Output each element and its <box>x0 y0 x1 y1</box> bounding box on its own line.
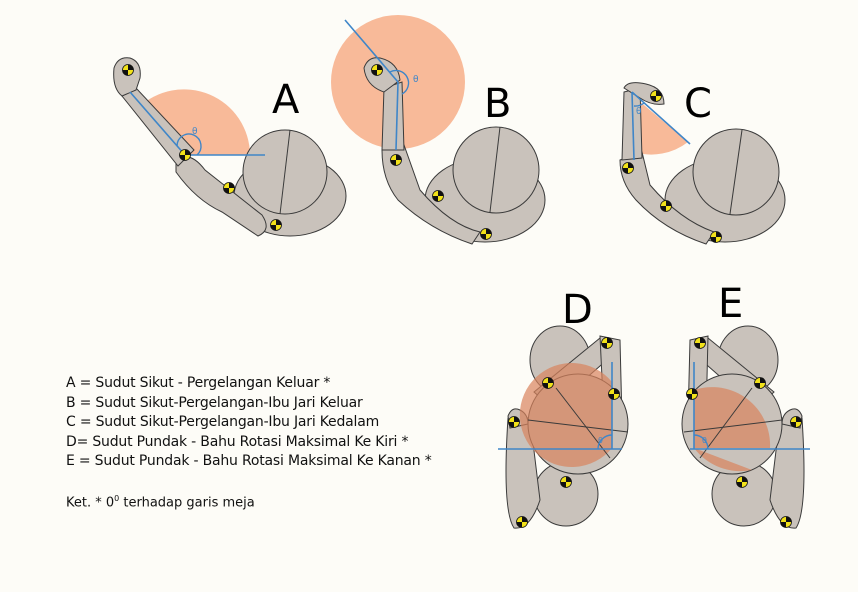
angle-line-c-diagonal <box>631 91 691 145</box>
marker-arm-b <box>432 190 444 202</box>
legend-item-b: B = Sudut Sikut-Pergelangan-Ibu Jari Kel… <box>66 394 363 411</box>
angle-symbol-b: θ <box>413 75 419 85</box>
angle-sector-c <box>632 95 688 155</box>
angle-sector-d <box>519 363 612 467</box>
angle-symbol-a: θ <box>192 127 198 137</box>
angle-sector-a <box>138 89 250 155</box>
label-a: A <box>272 77 300 123</box>
figure-e: θ <box>681 325 810 529</box>
figure-b: θ <box>331 15 546 245</box>
note-superscript: 0 <box>114 494 120 503</box>
figure-d: θ <box>498 325 629 529</box>
legend: A = Sudut Sikut - Pergelangan Keluar * B… <box>66 374 432 472</box>
angle-sector-e <box>694 387 771 448</box>
angle-line-a-forearm <box>129 91 186 156</box>
upper-arm-b <box>381 144 481 245</box>
marker-shoulder-d <box>542 377 554 389</box>
marker-shoulder-b <box>480 228 492 240</box>
marker-lower-e <box>780 516 792 528</box>
angle-line-b-forearm <box>395 81 399 151</box>
marker-elbow-e <box>694 337 706 349</box>
note: Ket. * 00 terhadap garis meja <box>66 494 255 510</box>
marker-elbow-c <box>622 162 634 174</box>
marker-arm-c <box>660 200 672 212</box>
marker-hand-d <box>508 416 520 428</box>
note-suffix: terhadap garis meja <box>123 495 255 511</box>
angle-symbol-d: θ <box>598 436 603 445</box>
marker-wrist-e <box>686 388 698 400</box>
marker-elbow-d <box>601 337 613 349</box>
marker-wrist-d <box>608 388 620 400</box>
marker-elbow-a <box>179 149 191 161</box>
label-e: E <box>718 281 744 327</box>
legend-item-e: E = Sudut Pundak - Bahu Rotasi Maksimal … <box>66 453 432 469</box>
marker-hand-e <box>790 416 802 428</box>
marker-wrist-a <box>122 64 134 76</box>
marker-wrist-c <box>650 90 662 102</box>
note-prefix: Ket. * 0 <box>66 495 115 511</box>
angle-line-b-diagonal <box>344 19 399 83</box>
marker-arm-a <box>223 182 235 194</box>
marker-elbow-b <box>390 154 402 166</box>
legend-item-c: C = Sudut Sikut-Pergelangan-Ibu Jari Ked… <box>66 414 380 430</box>
lower-arm-right-e <box>769 417 805 529</box>
angle-line-c-forearm <box>631 91 635 161</box>
hand-a <box>113 57 141 97</box>
head-b <box>452 126 540 214</box>
forearm-b <box>381 81 405 151</box>
marker-shoulder-a <box>270 219 282 231</box>
marker-arm-d <box>560 476 572 488</box>
angle-symbol-c: θ <box>636 107 642 117</box>
marker-arm-e <box>736 476 748 488</box>
upper-arm-a <box>175 156 267 237</box>
legend-item-d: D= Sudut Pundak - Bahu Rotasi Maksimal K… <box>66 433 409 450</box>
angle-symbol-e: θ <box>702 436 707 445</box>
figure-a: θ <box>113 57 347 237</box>
marker-shoulder-e <box>754 377 766 389</box>
marker-wrist-b <box>371 64 383 76</box>
marker-lower-d <box>516 516 528 528</box>
marker-shoulder-c <box>710 231 722 243</box>
legend-item-a: A = Sudut Sikut - Pergelangan Keluar * <box>66 375 331 391</box>
label-b: B <box>484 81 512 127</box>
label-c: C <box>684 81 712 127</box>
figure-c: θ <box>619 82 786 245</box>
label-d: D <box>562 287 593 333</box>
